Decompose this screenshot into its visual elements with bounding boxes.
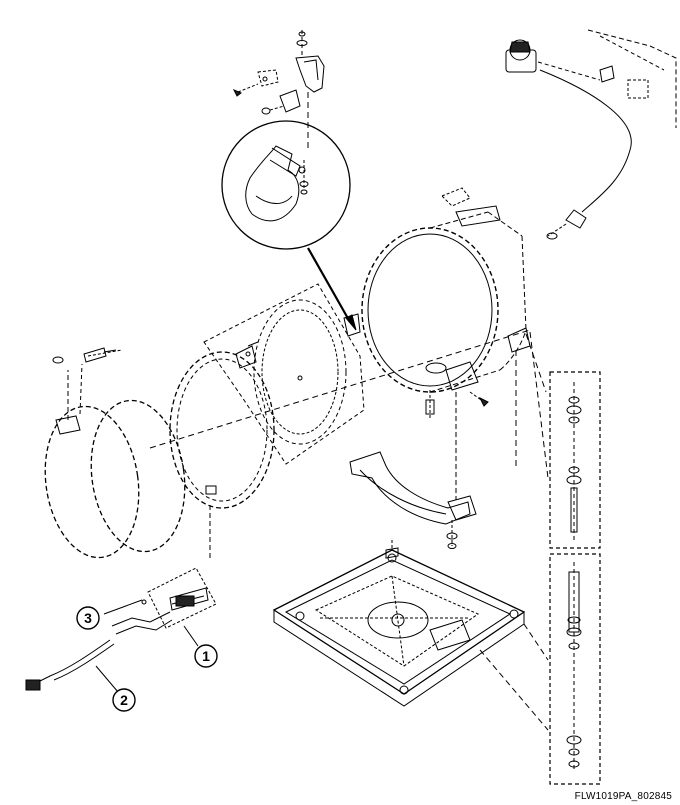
timer-switch-assembly	[505, 29, 677, 240]
drum-support-strap	[349, 392, 477, 549]
top-bracket-assembly	[232, 30, 325, 150]
callout-1: 1	[183, 625, 218, 668]
suspension-boxes	[479, 331, 601, 785]
drum-cylinder	[343, 187, 531, 418]
heater-element-assembly	[25, 567, 217, 691]
callout-3: 3	[76, 599, 143, 630]
callout-2: 2	[95, 665, 136, 712]
callout-number-2: 2	[120, 692, 128, 708]
callout-number-1: 1	[202, 648, 210, 664]
figure-code: FLW1019PA_802845	[574, 791, 672, 802]
assembly-axis-line	[149, 329, 531, 449]
detail-zoom-circle	[221, 120, 357, 331]
front-panel-assembly	[203, 283, 365, 465]
base-frame	[272, 540, 526, 707]
door-gasket-rings	[44, 347, 275, 560]
callout-number-3: 3	[84, 610, 92, 626]
